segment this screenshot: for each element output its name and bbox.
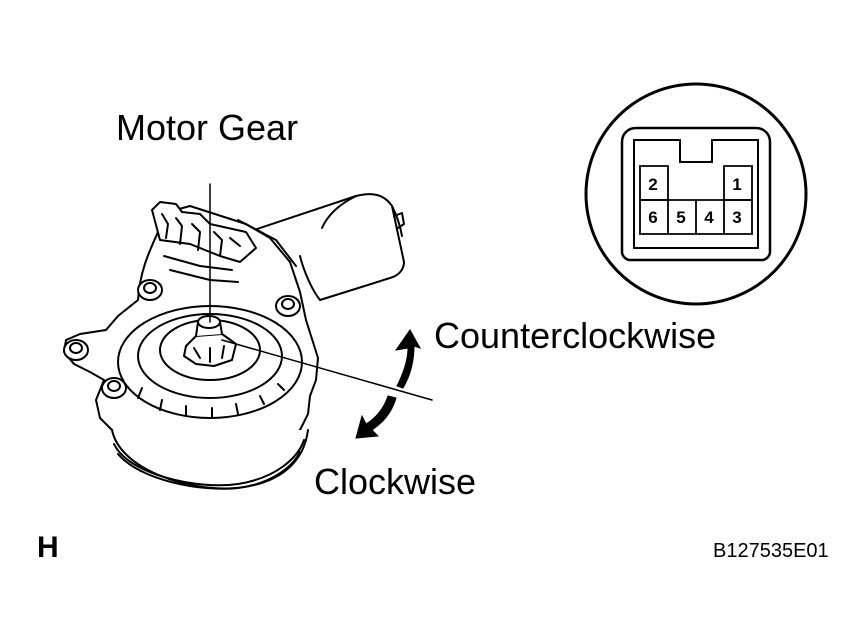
motor-gear — [183, 315, 237, 367]
connector-inset — [584, 82, 808, 306]
mounting-boss-bottom — [101, 377, 127, 399]
clockwise-arrow-icon — [355, 395, 397, 439]
mounting-boss-left — [63, 339, 89, 361]
rotation-leader-line — [221, 339, 433, 401]
figure-code: B127535E01 — [713, 540, 829, 562]
connector-pin-5: 5 — [676, 208, 686, 227]
connector-pin-6: 6 — [648, 208, 658, 227]
mounting-boss-right — [275, 295, 301, 317]
connector-pin-2: 2 — [648, 175, 658, 194]
clockwise-label: Clockwise — [314, 461, 477, 502]
connector-pin-3: 3 — [732, 208, 742, 227]
connector-pin-4: 4 — [704, 208, 714, 227]
counterclockwise-arrow-icon — [394, 329, 422, 389]
corner-letter: H — [37, 531, 59, 564]
motor-gear-label: Motor Gear — [116, 107, 299, 148]
mounting-boss-top — [137, 279, 163, 301]
motor-housing — [247, 193, 405, 301]
connector-pin-1: 1 — [732, 175, 742, 194]
counterclockwise-label: Counterclockwise — [434, 315, 717, 356]
